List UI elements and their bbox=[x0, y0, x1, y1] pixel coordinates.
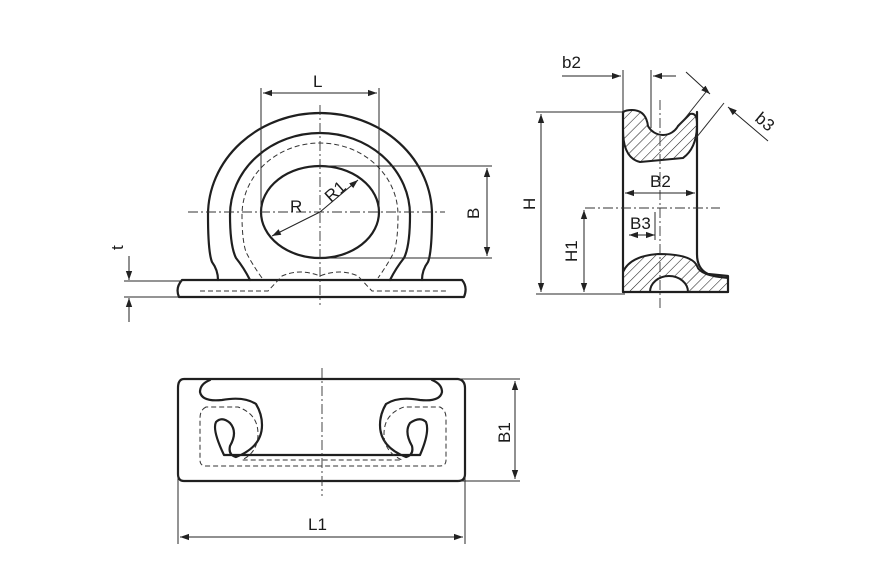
dim-R1-leader bbox=[319, 179, 359, 213]
top-view: B1 L1 bbox=[176, 368, 520, 544]
dim-b3-ext-1 bbox=[677, 91, 707, 128]
dim-b3-arrow-2 bbox=[727, 106, 769, 142]
label-R: R bbox=[290, 197, 302, 216]
side-section-view: H H1 B2 B3 b2 b3 bbox=[520, 53, 778, 308]
label-B3: B3 bbox=[630, 214, 651, 233]
front-view: L B R R1 t bbox=[108, 72, 492, 322]
dim-b3-arrow-1 bbox=[685, 71, 711, 95]
top-hidden-slot bbox=[199, 406, 447, 467]
base-hidden-line bbox=[200, 271, 446, 292]
top-slot-outline bbox=[198, 378, 444, 459]
dim-b3-ext-2 bbox=[695, 102, 725, 139]
label-H: H bbox=[520, 198, 539, 210]
label-B2: B2 bbox=[650, 172, 671, 191]
side-bottom-section bbox=[622, 253, 729, 293]
label-L1: L1 bbox=[308, 515, 327, 534]
dim-R-leader bbox=[271, 211, 321, 237]
label-t: t bbox=[108, 245, 127, 250]
label-b3: b3 bbox=[751, 109, 778, 136]
label-L: L bbox=[313, 72, 322, 91]
label-B1: B1 bbox=[495, 422, 514, 443]
base-plate bbox=[176, 278, 467, 299]
label-B: B bbox=[464, 208, 483, 219]
label-H1: H1 bbox=[562, 240, 581, 262]
label-R1: R1 bbox=[321, 177, 350, 206]
label-b2: b2 bbox=[562, 53, 581, 72]
